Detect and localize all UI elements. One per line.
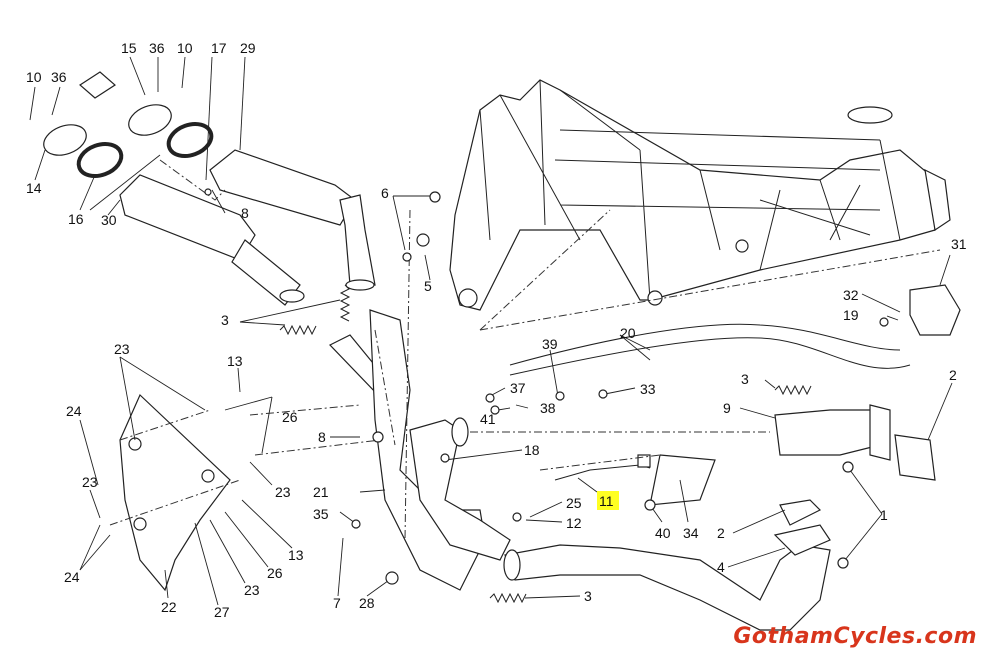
callout-2[interactable]: 2 — [717, 525, 725, 541]
callout-21[interactable]: 21 — [313, 484, 329, 500]
callout-19[interactable]: 19 — [843, 307, 859, 323]
assembly-lines — [109, 159, 941, 541]
callout-1[interactable]: 1 — [880, 507, 888, 523]
callout-22[interactable]: 22 — [161, 599, 177, 615]
header-pipes — [329, 309, 936, 631]
callout-18[interactable]: 18 — [524, 442, 540, 458]
frame — [449, 79, 951, 311]
heat-guard — [119, 393, 231, 592]
callout-8[interactable]: 8 — [241, 205, 249, 221]
callout-15[interactable]: 15 — [121, 40, 137, 56]
callout-3[interactable]: 3 — [584, 588, 592, 604]
callout-26[interactable]: 26 — [267, 565, 283, 581]
callout-36[interactable]: 36 — [51, 69, 67, 85]
callout-7[interactable]: 7 — [333, 595, 341, 611]
callout-13[interactable]: 13 — [288, 547, 304, 563]
callout-27[interactable]: 27 — [214, 604, 230, 620]
callout-40[interactable]: 40 — [655, 525, 671, 541]
callout-20[interactable]: 20 — [620, 325, 636, 341]
callout-labels: 10 36 15 36 10 17 29 14 16 8 30 6 5 3 23… — [26, 40, 967, 620]
callout-23[interactable]: 23 — [114, 341, 130, 357]
brake-lines — [509, 284, 961, 376]
callout-32[interactable]: 32 — [843, 287, 859, 303]
callout-14[interactable]: 14 — [26, 180, 42, 196]
callout-9[interactable]: 9 — [723, 400, 731, 416]
lambda-sensor — [554, 454, 651, 481]
hardware — [204, 188, 889, 585]
callout-23[interactable]: 23 — [275, 484, 291, 500]
callout-5[interactable]: 5 — [424, 278, 432, 294]
callout-3[interactable]: 3 — [741, 371, 749, 387]
callout-4[interactable]: 4 — [717, 559, 725, 575]
callout-26[interactable]: 26 — [282, 409, 298, 425]
brand-logo: GothamCycles.com — [733, 624, 977, 649]
callout-23[interactable]: 23 — [244, 582, 260, 598]
callout-29[interactable]: 29 — [240, 40, 256, 56]
callout-12[interactable]: 12 — [566, 515, 582, 531]
callout-2[interactable]: 2 — [949, 367, 957, 383]
callout-35[interactable]: 35 — [313, 506, 329, 522]
callout-37[interactable]: 37 — [510, 380, 526, 396]
callout-3[interactable]: 3 — [221, 312, 229, 328]
leader-lines — [29, 56, 953, 606]
callout-31[interactable]: 31 — [951, 236, 967, 252]
callout-6[interactable]: 6 — [381, 185, 389, 201]
callout-16[interactable]: 16 — [68, 211, 84, 227]
callout-10[interactable]: 10 — [26, 69, 42, 85]
callout-23[interactable]: 23 — [82, 474, 98, 490]
callout-25[interactable]: 25 — [566, 495, 582, 511]
callout-38[interactable]: 38 — [540, 400, 556, 416]
callout-33[interactable]: 33 — [640, 381, 656, 397]
callout-39[interactable]: 39 — [542, 336, 558, 352]
callout-30[interactable]: 30 — [101, 212, 117, 228]
callout-34[interactable]: 34 — [683, 525, 699, 541]
callout-13[interactable]: 13 — [227, 353, 243, 369]
callout-17[interactable]: 17 — [211, 40, 227, 56]
callout-24[interactable]: 24 — [66, 403, 82, 419]
callout-41[interactable]: 41 — [480, 411, 496, 427]
silencers — [119, 149, 376, 306]
springs — [279, 284, 812, 604]
callout-24[interactable]: 24 — [64, 569, 80, 585]
highlight-11 — [597, 491, 619, 510]
callout-28[interactable]: 28 — [359, 595, 375, 611]
callout-8[interactable]: 8 — [318, 429, 326, 445]
callout-10[interactable]: 10 — [177, 40, 193, 56]
callout-11[interactable]: 11 — [599, 493, 614, 509]
clamps — [43, 71, 214, 178]
callout-36[interactable]: 36 — [149, 40, 165, 56]
